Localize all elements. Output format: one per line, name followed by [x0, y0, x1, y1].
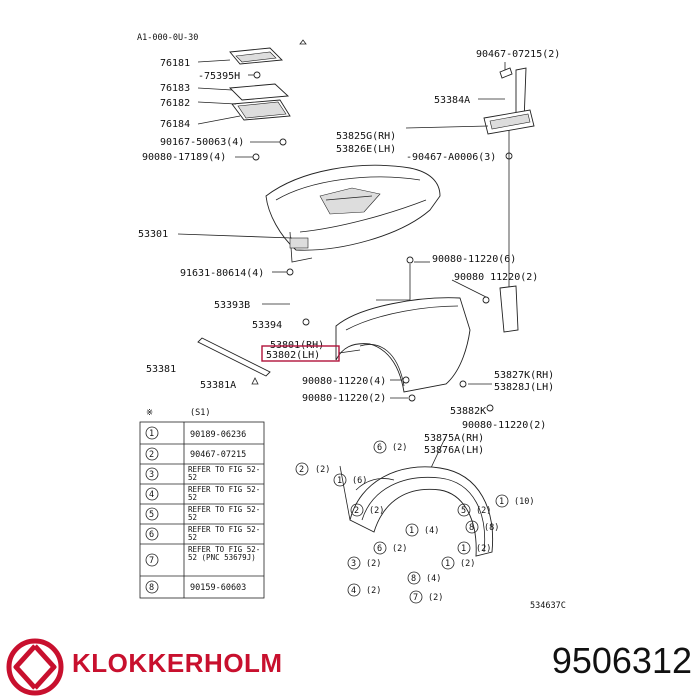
callout-qty: (2)	[428, 593, 443, 603]
orientation-mark	[299, 39, 307, 45]
table-row-num: 3	[149, 470, 154, 480]
label-53381: 53381	[146, 364, 176, 375]
hood-scoop-assembly	[229, 47, 291, 161]
table-row-code: REFER TO FIG 52-52	[188, 526, 261, 542]
fastener-legend-table: ※ (S1) 1 90189-06236 2 90467-07215 3 REF…	[139, 408, 265, 599]
callout-num: 7	[413, 593, 418, 603]
label-91631-80614: 91631-80614(4)	[180, 268, 264, 279]
label-76182: 76182	[160, 98, 190, 109]
label-53875a: 53875A(RH)	[424, 433, 484, 444]
table-header-mark: ※	[146, 408, 153, 418]
fender-liner	[339, 465, 494, 557]
callout-qty: (2)	[369, 506, 384, 516]
callout-num: 1	[337, 476, 342, 486]
table-row-code: REFER TO FIG 52-52	[188, 466, 261, 482]
label-76181: 76181	[160, 58, 190, 69]
highlight-box-53802	[261, 345, 340, 362]
label-90080-11220-2b: 90080-11220(2)	[302, 393, 386, 404]
callout-qty: (8)	[484, 523, 499, 533]
label-53828j: 53828J(LH)	[494, 382, 554, 393]
callout-num: 5	[461, 506, 466, 516]
label-53381a: 53381A	[200, 380, 236, 391]
label-53826e: 53826E(LH)	[336, 144, 396, 155]
label-90080-11220-2a: 90080 11220(2)	[454, 272, 538, 283]
callout-num: 2	[354, 506, 359, 516]
table-row-num: 1	[149, 429, 154, 439]
table-row-num: 7	[149, 556, 154, 566]
table-row-code: 90467-07215	[190, 450, 246, 460]
label-75395h: -75395H	[198, 71, 240, 82]
label-90080-17189: 90080-17189(4)	[142, 152, 226, 163]
callout-qty: (2)	[315, 465, 330, 475]
callout-num: 1	[499, 497, 504, 507]
front-fender	[335, 256, 519, 412]
brand-name: KLOKKERHOLM	[72, 648, 283, 678]
callout-qty: (4)	[426, 574, 441, 584]
label-53394: 53394	[252, 320, 282, 331]
label-53882k: 53882K	[450, 406, 486, 417]
callout-group: 6 (2) 2 (2) 1 (6) 1 (10) 5 (2) 2 (2) 1 (…	[295, 440, 534, 604]
callout-num: 4	[351, 586, 356, 596]
label-76183: 76183	[160, 83, 190, 94]
callout-qty: (2)	[392, 443, 407, 453]
label-90167-50063: 90167-50063(4)	[160, 137, 244, 148]
label-53825g: 53825G(RH)	[336, 131, 396, 142]
callout-qty: (2)	[476, 506, 491, 516]
table-row-num: 2	[149, 450, 154, 460]
callout-num: 6	[377, 544, 382, 554]
table-row-num: 5	[149, 510, 154, 520]
label-90080-11220-4: 90080-11220(4)	[302, 376, 386, 387]
callout-qty: (2)	[460, 559, 475, 569]
table-header-s1: (S1)	[190, 408, 210, 418]
callout-qty: (2)	[366, 586, 381, 596]
callout-qty: (2)	[476, 544, 491, 554]
diagram-header-code: A1-000-0U-30	[137, 33, 198, 43]
callout-qty: (6)	[352, 476, 367, 486]
table-row-num: 6	[149, 530, 154, 540]
label-90467-07215: 90467-07215(2)	[476, 49, 560, 60]
table-row-code: 90159-60603	[190, 583, 246, 593]
hood-prop-rod	[197, 337, 271, 377]
label-53384a: 53384A	[434, 95, 470, 106]
label-53802: 53802(LH)	[266, 350, 320, 361]
table-row-num: 8	[149, 583, 154, 593]
label-53876a: 53876A(LH)	[424, 445, 484, 456]
callout-num: 6	[377, 443, 382, 453]
hood-panel	[265, 164, 441, 263]
callout-num: 2	[299, 465, 304, 475]
callout-qty: (2)	[392, 544, 407, 554]
label-53393b: 53393B	[214, 300, 250, 311]
label-90080-11220-2c: 90080-11220(2)	[462, 420, 546, 431]
callout-num: 8	[411, 574, 416, 584]
table-row-code: REFER TO FIG 52-52 (PNC 53679J)	[188, 546, 261, 562]
label-76184: 76184	[160, 119, 190, 130]
klokkerholm-logo-icon	[6, 638, 64, 696]
label-90467-a0006: -90467-A0006(3)	[406, 152, 496, 163]
callout-qty: (10)	[514, 497, 534, 507]
callout-num: 1	[461, 544, 466, 554]
callout-num: 1	[409, 526, 414, 536]
hood-seal-assembly	[483, 67, 535, 160]
callout-num: 8	[469, 523, 474, 533]
label-90080-11220-6: 90080-11220(6)	[432, 254, 516, 265]
label-53301: 53301	[138, 229, 168, 240]
part-number: 9506312	[551, 640, 692, 681]
table-row-code: REFER TO FIG 52-52	[188, 486, 261, 502]
table-row-code: 90189-06236	[190, 430, 246, 440]
callout-num: 3	[351, 559, 356, 569]
table-row-num: 4	[149, 490, 154, 500]
callout-qty: (2)	[366, 559, 381, 569]
table-row-code: REFER TO FIG 52-52	[188, 506, 261, 522]
diagram-footer-code: 534637C	[530, 601, 566, 611]
callout-num: 1	[445, 559, 450, 569]
callout-qty: (4)	[424, 526, 439, 536]
label-53827k: 53827K(RH)	[494, 370, 554, 381]
